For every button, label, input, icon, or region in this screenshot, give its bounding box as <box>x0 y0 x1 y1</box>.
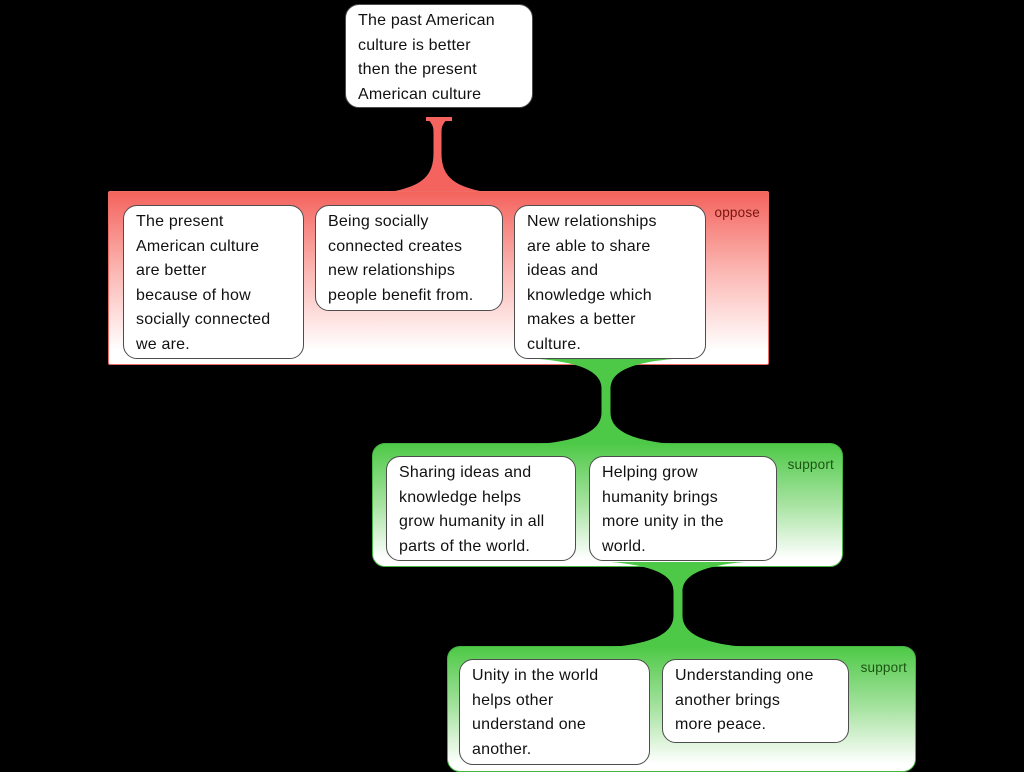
reason-node[interactable]: Unity in the world helps other understan… <box>459 659 650 765</box>
reason-node[interactable]: The present American culture are better … <box>123 205 304 359</box>
support-group-1[interactable]: support Sharing ideas and knowledge help… <box>372 443 843 567</box>
group-relation-label: support <box>860 660 907 675</box>
oppose-funnel-shape <box>395 121 480 191</box>
reason-node[interactable]: Sharing ideas and knowledge helps grow h… <box>386 456 576 561</box>
reason-node[interactable]: Understanding one another brings more pe… <box>662 659 849 743</box>
reason-node[interactable]: Helping grow humanity brings more unity … <box>589 456 777 561</box>
support-funnel-shape <box>539 359 673 444</box>
reason-node[interactable]: New relationships are able to share idea… <box>514 205 706 359</box>
oppose-connector-bar <box>426 117 452 121</box>
reason-node[interactable]: Being socially connected creates new rel… <box>315 205 503 311</box>
support-connector-funnel-2 <box>611 562 745 647</box>
group-relation-label: oppose <box>714 205 760 220</box>
oppose-connector-funnel <box>395 121 480 191</box>
claim-node-root[interactable]: The past American culture is better then… <box>345 4 533 108</box>
support-group-2[interactable]: support Unity in the world helps other u… <box>447 646 916 772</box>
support-connector-funnel-1 <box>539 359 673 444</box>
oppose-group[interactable]: oppose The present American culture are … <box>108 191 769 365</box>
group-relation-label: support <box>787 457 834 472</box>
support-funnel-shape <box>611 562 745 647</box>
